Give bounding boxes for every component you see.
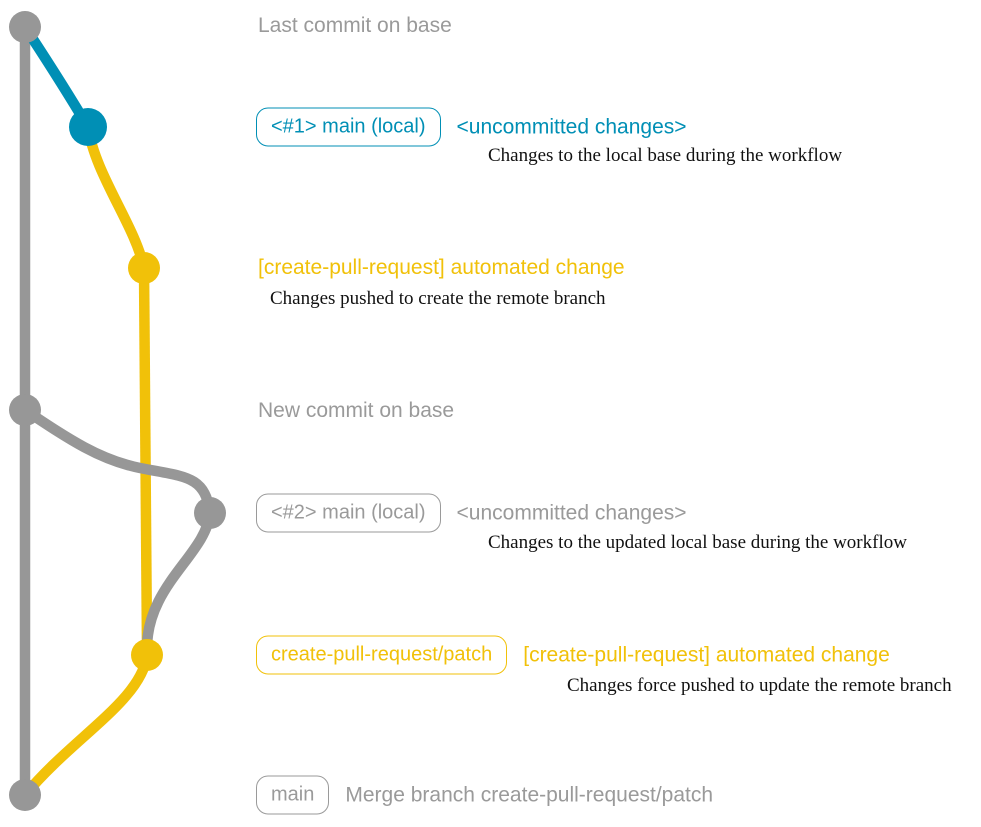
message-local-2: Changes to the updated local base during… xyxy=(488,532,907,553)
commit-local-1 xyxy=(69,108,107,146)
merge-commit-label: Merge branch create-pull-request/patch xyxy=(345,783,714,806)
automated-change-title-1: [create-pull-request] automated change xyxy=(258,256,625,279)
row-last-commit: Last commit on base xyxy=(258,14,452,38)
row-local-2: <#2> main (local) <uncommitted changes> xyxy=(256,493,687,533)
git-graph xyxy=(9,11,226,811)
last-commit-label: Last commit on base xyxy=(258,14,452,37)
uncommitted-changes-note-1: <uncommitted changes> xyxy=(456,115,687,138)
branch-badge-main: main xyxy=(256,775,330,815)
message-local-1: Changes to the local base during the wor… xyxy=(488,145,843,166)
commit-merge xyxy=(9,779,41,811)
row-automated-1: [create-pull-request] automated change xyxy=(258,256,625,280)
commit-last-on-base xyxy=(9,11,41,43)
row-local-1: <#1> main (local) <uncommitted changes> xyxy=(256,107,687,147)
automated-change-title-2: [create-pull-request] automated change xyxy=(523,643,890,666)
branch-badge-main-local-2: <#2> main (local) xyxy=(256,493,441,533)
rebase-curve-out xyxy=(22,405,216,514)
remote-branch-line xyxy=(138,267,153,649)
commit-new-on-base xyxy=(9,394,41,426)
merge-curve xyxy=(20,654,153,799)
row-merge: main Merge branch create-pull-request/pa… xyxy=(256,775,714,815)
remote-branch-curve xyxy=(82,126,150,270)
commit-automated-2 xyxy=(131,639,163,671)
message-automated-2: Changes force pushed to update the remot… xyxy=(567,675,952,696)
branch-badge-create-pull-request-patch: create-pull-request/patch xyxy=(256,635,508,675)
message-automated-1: Changes pushed to create the remote bran… xyxy=(270,288,606,309)
commit-local-2 xyxy=(194,497,226,529)
commit-automated-1 xyxy=(128,252,160,284)
row-automated-2: create-pull-request/patch [create-pull-r… xyxy=(256,635,890,675)
branch-badge-main-local-1: <#1> main (local) xyxy=(256,107,441,147)
new-commit-label: New commit on base xyxy=(258,399,455,422)
uncommitted-changes-note-2: <uncommitted changes> xyxy=(456,501,687,524)
rebase-curve-in xyxy=(141,512,216,651)
row-new-commit: New commit on base xyxy=(258,399,454,423)
